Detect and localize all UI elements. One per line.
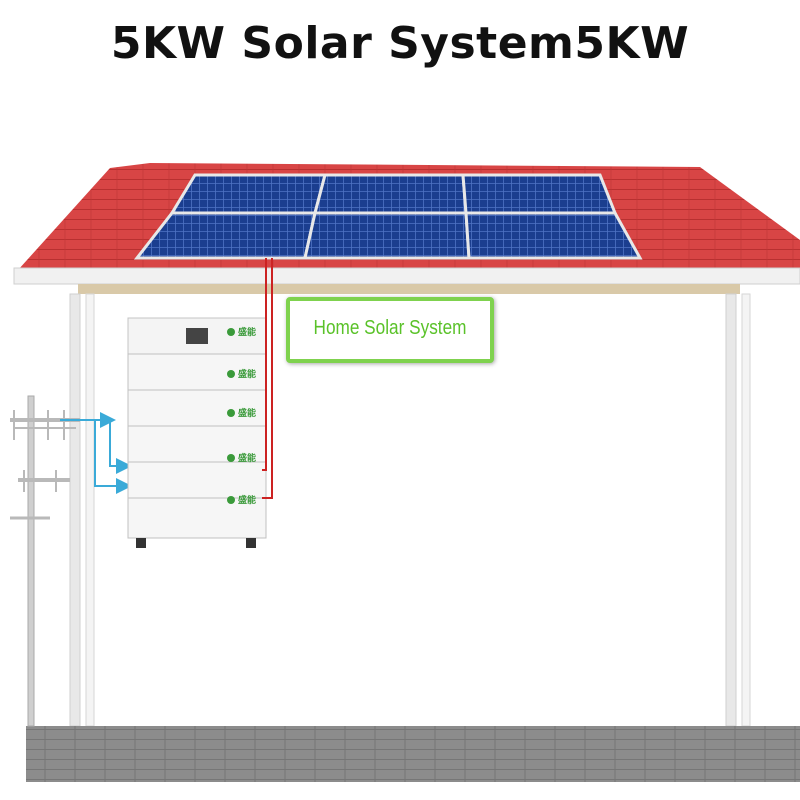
home-solar-system-label: Home Solar System [286, 297, 494, 363]
battery-module [127, 353, 267, 539]
battery-stack: 盛能 盛能 盛能 盛能 盛能 [127, 317, 267, 548]
svg-text:盛能: 盛能 [238, 368, 256, 379]
battery-brand-label: 盛能 [238, 326, 256, 337]
dc-wiring [262, 258, 273, 499]
solar-panel-array [133, 173, 643, 260]
home-solar-system-text: Home Solar System [313, 317, 467, 339]
svg-text:盛能: 盛能 [238, 452, 256, 463]
svg-text:盛能: 盛能 [238, 494, 256, 505]
floor [26, 726, 800, 782]
utility-pole [10, 395, 80, 727]
diagram-title: 5KW Solar System5KW [110, 18, 690, 69]
svg-text:盛能: 盛能 [238, 407, 256, 418]
grid-wiring [60, 412, 132, 494]
